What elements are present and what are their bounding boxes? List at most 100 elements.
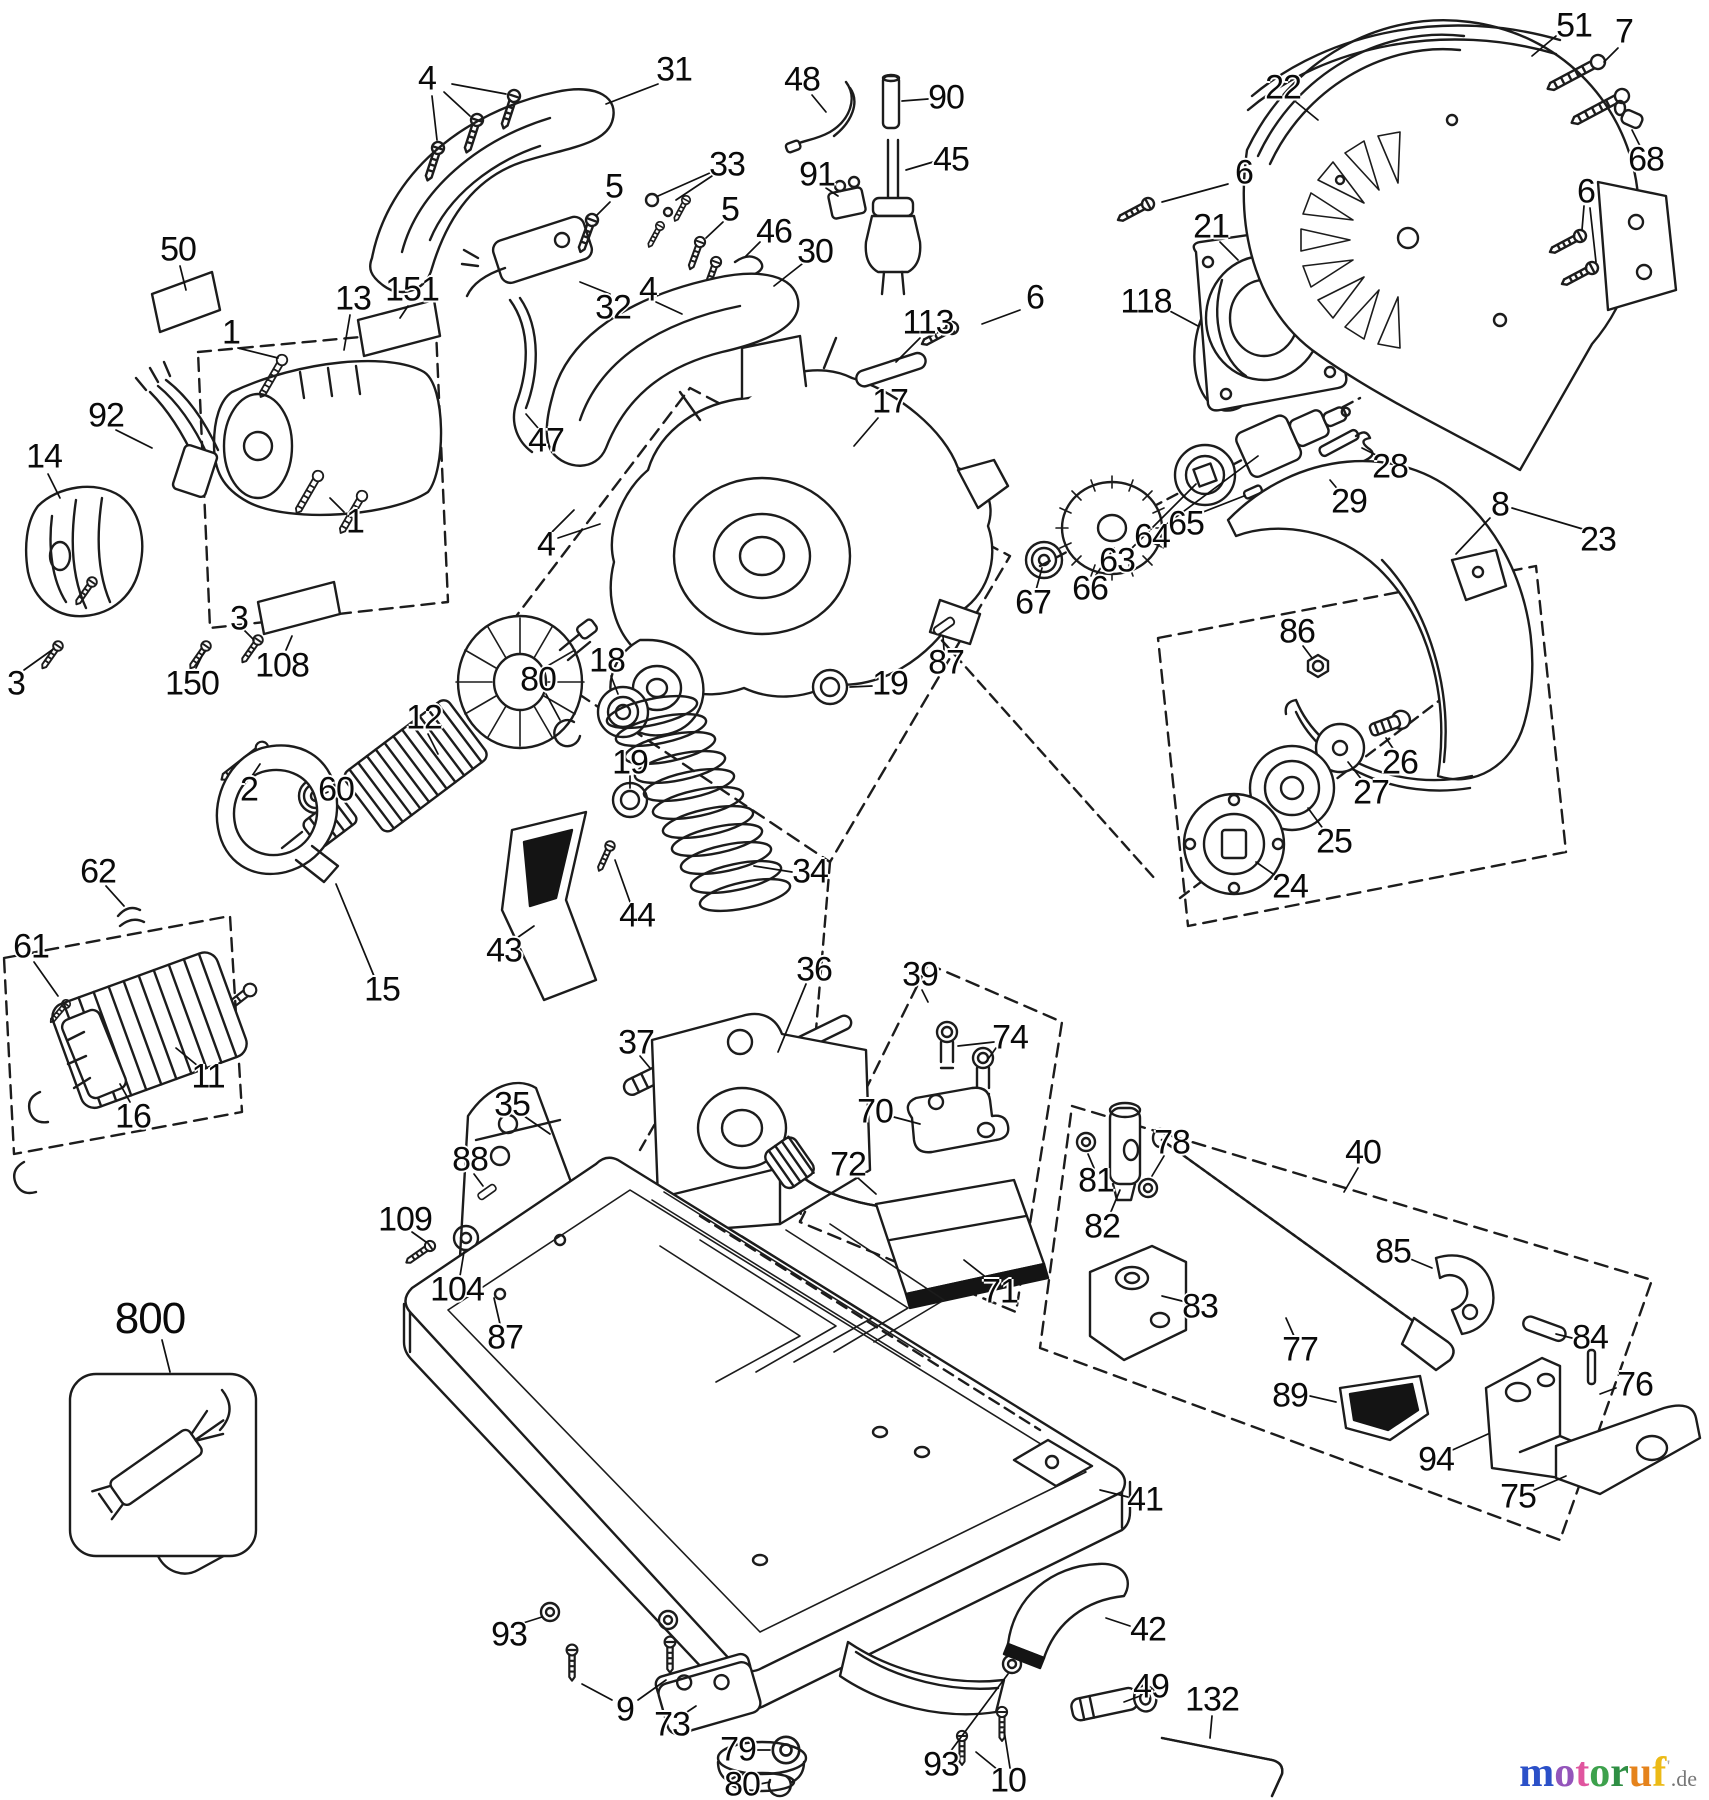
part-label-80: 80: [724, 1765, 761, 1800]
part-label-26: 26: [1382, 743, 1419, 782]
part-label-12: 12: [406, 698, 443, 737]
part-label-23: 23: [1580, 520, 1617, 559]
part-label-108: 108: [255, 646, 310, 685]
part-label-75: 75: [1500, 1477, 1537, 1516]
part-label-33: 33: [709, 145, 746, 184]
cable-art: [508, 296, 537, 454]
part-label-84: 84: [1572, 1318, 1609, 1357]
part-label-66: 66: [1072, 569, 1109, 608]
clamp-plate-art: [906, 1086, 1010, 1154]
part-label-39: 39: [902, 955, 939, 994]
part-label-19: 19: [612, 743, 649, 782]
label-plate-art: [256, 580, 342, 636]
part-label-89: 89: [1272, 1376, 1309, 1415]
part-label-76: 76: [1617, 1365, 1654, 1404]
part-label-82: 82: [1084, 1207, 1121, 1246]
part-label-36: 36: [796, 950, 833, 989]
part-label-30: 30: [797, 232, 834, 271]
part-label-11: 11: [191, 1057, 225, 1096]
part-label-4: 4: [639, 270, 658, 309]
e-ring-art: [553, 718, 582, 748]
part-label-42: 42: [1130, 1610, 1167, 1649]
part-label-63: 63: [1099, 541, 1136, 580]
part-label-80: 80: [520, 660, 557, 699]
part-label-72: 72: [830, 1145, 867, 1184]
part-label-8: 8: [1491, 485, 1510, 524]
part-label-7: 7: [1615, 12, 1634, 51]
armature-art: [280, 614, 598, 860]
part-label-67: 67: [1015, 583, 1052, 622]
part-label-25: 25: [1316, 822, 1353, 861]
spindle-art: [1235, 406, 1352, 478]
part-label-94: 94: [1418, 1440, 1455, 1479]
part-label-32: 32: [595, 288, 632, 327]
nut-art: [1306, 653, 1330, 679]
part-label-34: 34: [792, 852, 829, 891]
part-label-60: 60: [318, 770, 355, 809]
coil-spring-art: [605, 694, 792, 913]
washer-art: [1314, 722, 1366, 774]
part-label-48: 48: [784, 60, 821, 99]
field-coil-art: [13, 906, 248, 1195]
part-label-22: 22: [1265, 68, 1302, 107]
round-foot-art: [716, 1740, 808, 1793]
vise-pin-art: [1108, 1101, 1142, 1202]
part-label-6: 6: [1235, 153, 1254, 192]
watermark-letter: o: [1554, 1750, 1576, 1796]
bearing-art: [811, 668, 849, 706]
part-label-78: 78: [1154, 1123, 1191, 1162]
part-label-6: 6: [1577, 172, 1596, 211]
trunnion-art: [650, 1012, 872, 1232]
label-plate-art: [356, 298, 442, 358]
part-label-50: 50: [160, 230, 197, 269]
cord-art: [784, 80, 856, 154]
part-label-47: 47: [528, 421, 565, 460]
inner-flange-art: [1182, 792, 1286, 896]
part-label-91: 91: [799, 155, 836, 194]
part-label-93: 93: [491, 1615, 528, 1654]
part-label-4: 4: [418, 59, 437, 98]
wires-art: [134, 360, 220, 499]
part-label-14: 14: [26, 437, 63, 476]
carry-handle-art: [1002, 1562, 1129, 1670]
part-label-5: 5: [605, 167, 624, 206]
part-label-73: 73: [654, 1705, 691, 1744]
plug-art: [864, 138, 922, 296]
part-label-29: 29: [1331, 482, 1368, 521]
part-label-83: 83: [1182, 1287, 1219, 1326]
part-label-24: 24: [1272, 867, 1309, 906]
part-label-45: 45: [933, 140, 970, 179]
key-art: [1318, 428, 1360, 458]
part-label-9: 9: [616, 1690, 635, 1729]
part-label-3: 3: [7, 664, 26, 703]
watermark-letter: m: [1519, 1750, 1555, 1796]
watermark-letter: o: [1589, 1750, 1611, 1796]
top-handle-art: [369, 88, 615, 294]
part-label-90: 90: [928, 78, 965, 117]
part-label-81: 81: [1078, 1161, 1115, 1200]
part-label-49: 49: [1133, 1667, 1170, 1706]
part-label-51: 51: [1556, 6, 1593, 45]
part-label-13: 13: [335, 279, 372, 318]
stop-art: [1613, 99, 1644, 130]
part-label-16: 16: [115, 1097, 152, 1136]
part-label-151: 151: [385, 270, 440, 309]
part-label-88: 88: [452, 1140, 489, 1179]
chip-deflector-art: [1338, 1374, 1430, 1442]
part-label-104: 104: [430, 1270, 485, 1309]
part-label-4: 4: [537, 525, 556, 564]
lower-guard-art: [1226, 460, 1534, 792]
part-label-70: 70: [857, 1092, 894, 1131]
part-label-21: 21: [1193, 207, 1230, 246]
part-label-28: 28: [1372, 447, 1409, 486]
watermark-letter: u: [1628, 1750, 1653, 1796]
part-label-92: 92: [88, 396, 125, 435]
part-label-118: 118: [1120, 282, 1172, 321]
part-label-150: 150: [165, 664, 220, 703]
watermark-letter: r: [1610, 1750, 1629, 1796]
bearing-art: [611, 781, 649, 819]
part-label-37: 37: [618, 1023, 655, 1062]
part-label-62: 62: [80, 852, 117, 891]
